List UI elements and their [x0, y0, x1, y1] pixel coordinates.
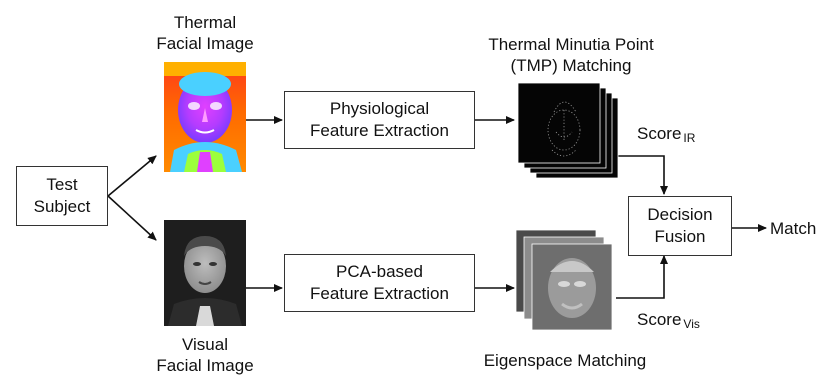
tmp-image-stack: [517, 82, 619, 179]
thermal-label-line1: Thermal: [173, 13, 237, 32]
arrow-score-vis: [616, 255, 668, 299]
thermal-image-label: Thermal Facial Image: [150, 12, 260, 54]
fusion-line2: Fusion: [654, 227, 706, 246]
visual-face-image: [164, 220, 246, 326]
thermal-face-image: [164, 62, 246, 172]
decision-fusion-box: Decision Fusion: [628, 196, 732, 256]
arrow-to-visual: [107, 195, 157, 241]
score-vis-text: Score: [637, 310, 682, 329]
physio-line1: Physiological: [329, 99, 430, 118]
visual-label-line2: Facial Image: [156, 356, 254, 375]
tmp-label-line1: Thermal Minutia Point: [488, 35, 654, 54]
eigenspace-matching-label: Eigenspace Matching: [483, 351, 647, 370]
arrow-score-ir: [616, 155, 668, 195]
visual-image-label: Visual Facial Image: [150, 334, 260, 376]
physio-line2: Feature Extraction: [310, 121, 449, 140]
score-ir-subscript: IR: [683, 131, 696, 145]
test-subject-box: Test Subject: [16, 166, 108, 226]
tmp-label-line2: (TMP) Matching: [510, 56, 632, 75]
visual-label-line1: Visual: [182, 335, 228, 354]
pca-line2: Feature Extraction: [310, 284, 449, 303]
thermal-label-line2: Facial Image: [156, 34, 254, 53]
tmp-matching-label: Thermal Minutia Point (TMP) Matching: [456, 34, 686, 76]
test-subject-line1: Test: [46, 175, 78, 194]
fusion-line1: Decision: [647, 205, 713, 224]
arrow-to-thermal: [107, 155, 157, 197]
match-output-label: Match: [770, 219, 817, 238]
pca-extraction-box: PCA-based Feature Extraction: [284, 254, 475, 312]
eigenspace-image-stack: [515, 229, 613, 331]
score-ir-text: Score: [637, 124, 682, 143]
test-subject-line2: Subject: [33, 197, 91, 216]
pca-line1: PCA-based: [336, 262, 423, 281]
score-vis-subscript: Vis: [683, 317, 700, 331]
physiological-extraction-box: Physiological Feature Extraction: [284, 91, 475, 149]
